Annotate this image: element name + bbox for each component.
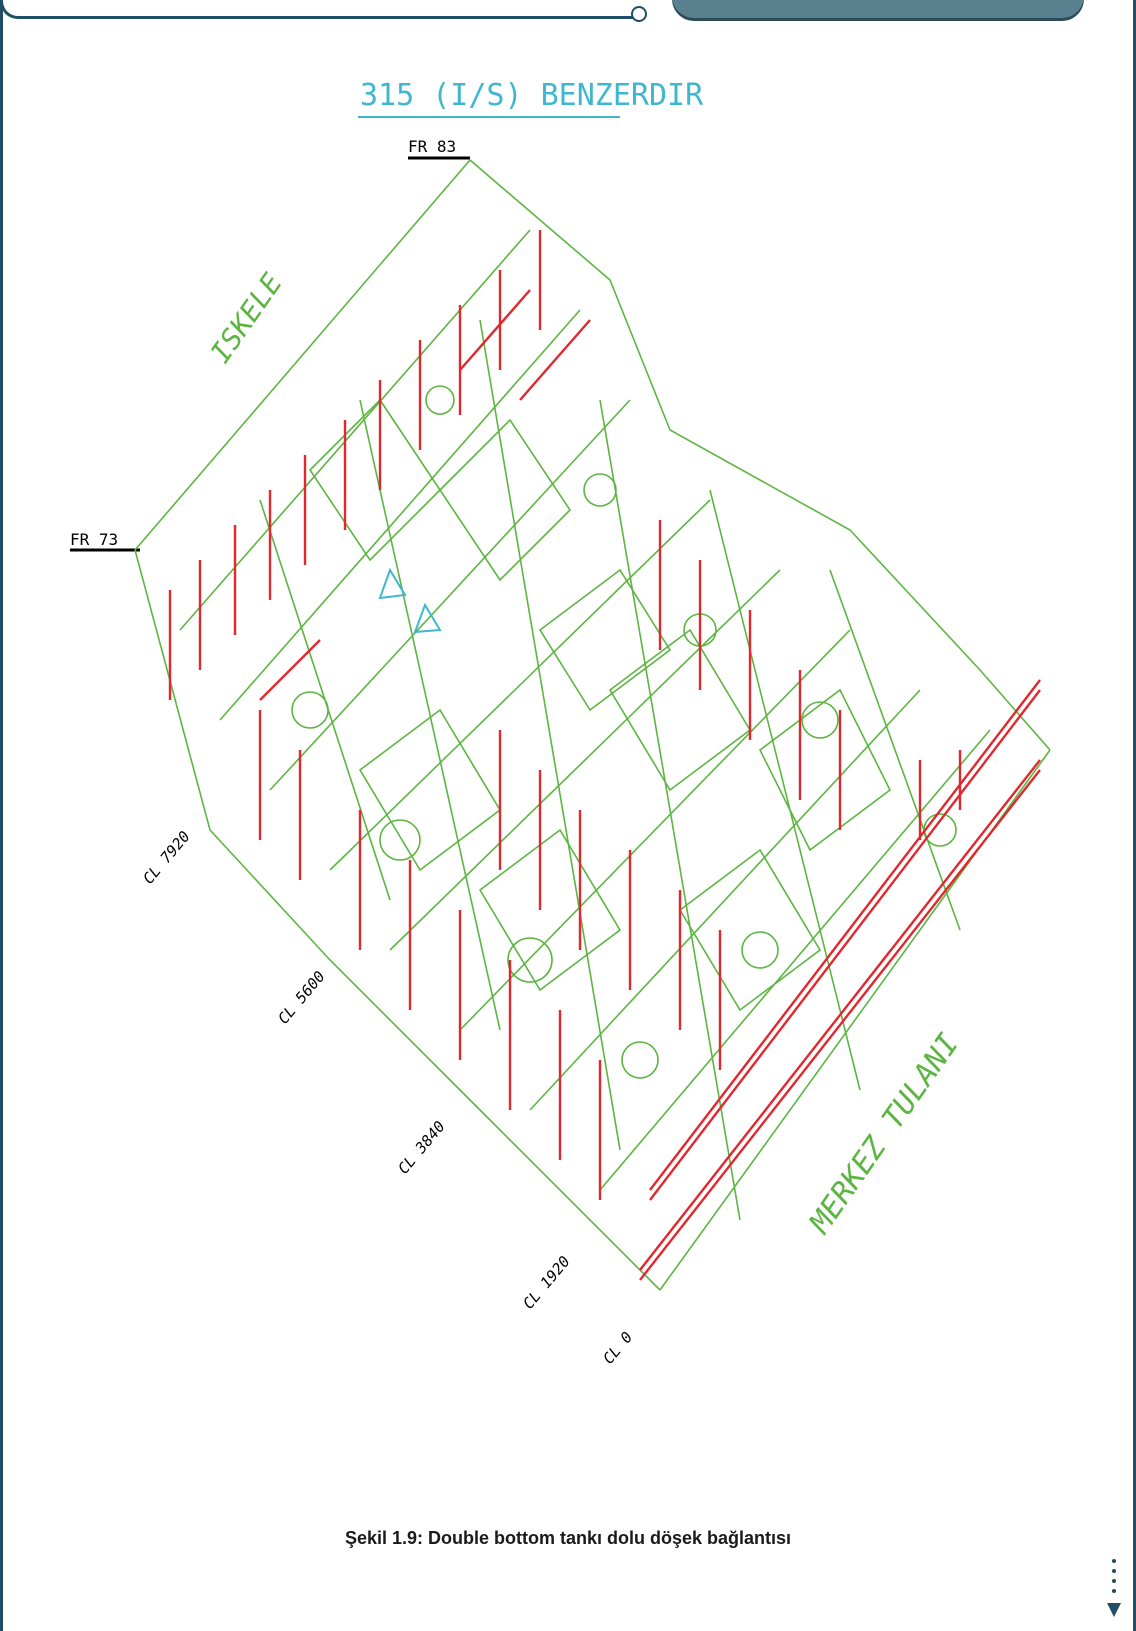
station-label: CL 0 <box>599 1328 636 1367</box>
continue-arrow-icon <box>1107 1559 1121 1617</box>
bracket-plates <box>168 230 1041 1281</box>
station-label: CL 1920 <box>519 1253 573 1313</box>
frame-label-fr83: FR 83 <box>408 137 456 156</box>
cyan-markers <box>378 567 442 634</box>
page-border-left <box>0 0 3 1631</box>
figure-caption: Şekil 1.9: Double bottom tankı dolu döşe… <box>344 1528 792 1548</box>
page-border-top <box>0 0 643 19</box>
frame-label-fr73: FR 73 <box>70 530 118 549</box>
double-bottom-drawing: 315 (I/S) BENZERDIR FR 83 FR 73 ISKELE M… <box>70 78 1051 1368</box>
border-ornament-dot <box>631 6 647 22</box>
station-label: CL 3840 <box>394 1118 448 1178</box>
station-label: CL 7920 <box>139 828 193 888</box>
station-labels: CL 7920 CL 5600 CL 3840 CL 1920 CL 0 <box>139 828 636 1368</box>
page-border-right <box>1133 0 1136 1631</box>
side-label-iskele: ISKELE <box>204 267 289 369</box>
station-label: CL 5600 <box>274 968 328 1028</box>
drawing-title: 315 (I/S) BENZERDIR <box>360 78 704 113</box>
header-tab <box>672 0 1084 18</box>
